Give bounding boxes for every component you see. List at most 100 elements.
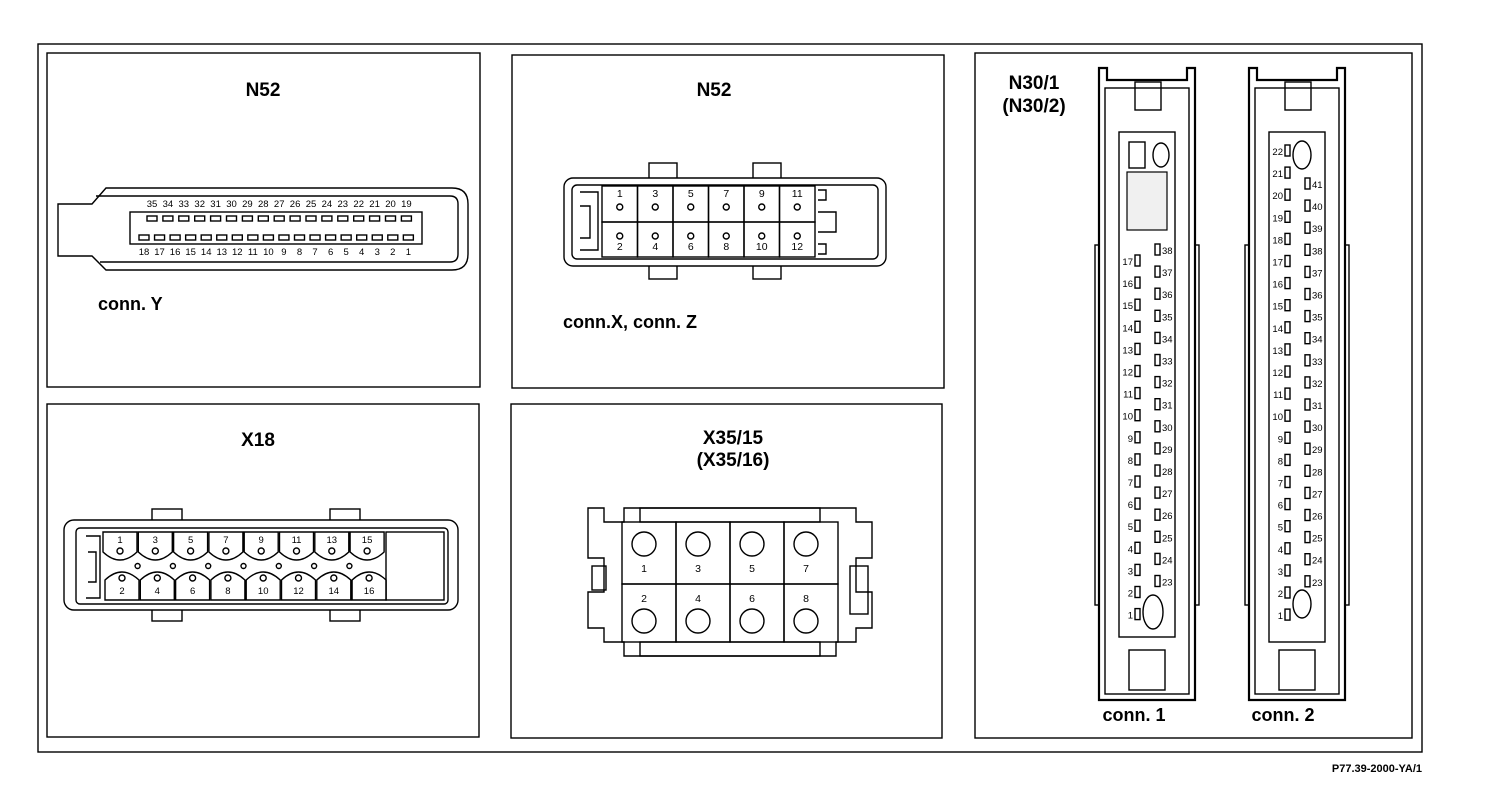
guide-hole	[1142, 594, 1164, 630]
pin-socket	[1134, 519, 1141, 532]
cell-top	[729, 521, 785, 585]
panel-title: N52	[697, 80, 732, 101]
pin-socket	[1304, 442, 1311, 455]
pin-socket	[1284, 608, 1291, 621]
pin-label: 25	[1162, 533, 1173, 544]
pin-label: 33	[1162, 357, 1173, 368]
pin-socket	[1134, 497, 1141, 510]
pin-socket	[289, 215, 301, 222]
pin-hole	[188, 574, 197, 582]
pin-label: 11	[292, 535, 302, 546]
pin-label: 11	[792, 188, 803, 200]
pin-socket	[1304, 486, 1311, 500]
pin-hole	[631, 531, 657, 557]
pin-socket	[273, 215, 285, 222]
pin-socket	[1304, 287, 1311, 301]
pin-hole	[793, 531, 819, 557]
pin-label: 14	[1122, 323, 1133, 334]
pin-hole	[616, 203, 624, 211]
pin-socket	[368, 215, 381, 222]
pin-socket	[1284, 453, 1291, 467]
pin-label: 23	[338, 199, 349, 210]
pin-socket	[278, 234, 290, 241]
panel-subtitle: (N30/2)	[1002, 96, 1065, 117]
cell-bottom	[778, 221, 816, 258]
pin-label: 41	[1312, 180, 1323, 191]
pin-label: 4	[652, 241, 658, 253]
pin-hole	[240, 562, 247, 570]
pin-socket	[1154, 508, 1161, 521]
module-inner	[1254, 87, 1340, 695]
pin-socket	[216, 234, 228, 241]
pin-label: 14	[1272, 324, 1283, 335]
pin-label: 24	[322, 199, 333, 210]
cavity-top	[208, 531, 244, 561]
pin-hole	[151, 547, 160, 555]
pin-label: 8	[723, 241, 729, 253]
pin-label: 6	[328, 247, 333, 258]
cell-bottom	[621, 583, 677, 643]
cavity-top	[102, 531, 138, 561]
pin-hole	[222, 547, 230, 555]
pin-label: 11	[1273, 390, 1283, 401]
pin-label: 11	[1123, 390, 1133, 401]
pin-socket	[1284, 210, 1291, 224]
pin-label: 12	[232, 247, 243, 258]
pin-socket	[1304, 177, 1311, 190]
pin-label: 7	[223, 535, 228, 546]
pin-label: 8	[225, 586, 230, 597]
guide-hole	[1292, 140, 1312, 170]
pin-socket	[1284, 299, 1291, 312]
pin-label: 34	[1312, 335, 1323, 346]
cavity-bottom	[316, 571, 352, 601]
pin-socket	[1284, 409, 1291, 422]
pin-label: 15	[362, 535, 373, 546]
pin-hole	[310, 562, 318, 570]
module-body	[1247, 66, 1347, 702]
pin-socket	[321, 215, 333, 222]
pin-socket	[1304, 508, 1311, 522]
pin-label: 15	[185, 247, 196, 258]
side-rail	[1344, 244, 1350, 606]
pin-hole	[363, 547, 371, 555]
cell-top	[675, 521, 731, 585]
coding-slot	[1128, 141, 1146, 169]
pin-label: 19	[1272, 213, 1283, 224]
bottom-latch-left	[648, 264, 678, 280]
pin-hole	[118, 574, 126, 582]
pin-socket	[1304, 575, 1311, 588]
pin-label: 6	[749, 593, 755, 605]
pin-label: 38	[1312, 246, 1323, 257]
pin-label: 4	[1278, 545, 1283, 556]
pin-hole	[685, 608, 711, 634]
pin-label: 9	[1128, 434, 1133, 445]
panel-title: X35/15	[703, 428, 764, 449]
pin-socket	[247, 234, 259, 241]
pin-label: 8	[803, 593, 809, 605]
pin-socket	[1284, 520, 1291, 533]
pin-label: 15	[1272, 302, 1283, 313]
pin-label: 1	[406, 247, 411, 258]
cavity-top	[349, 531, 385, 561]
pin-socket	[371, 234, 383, 241]
pin-label: 33	[1312, 357, 1323, 368]
pin-socket	[1304, 464, 1311, 477]
pin-label: 30	[226, 199, 237, 210]
pin-label: 34	[1162, 334, 1173, 345]
pin-socket	[1134, 254, 1141, 267]
pin-label: 28	[258, 199, 269, 210]
pin-label: 26	[290, 199, 301, 210]
pin-label: 29	[1162, 445, 1173, 456]
pin-label: 26	[1312, 512, 1323, 523]
pin-label: 30	[1162, 423, 1173, 434]
pin-socket	[1284, 475, 1291, 489]
pin-label: 10	[263, 247, 274, 258]
pin-socket	[262, 234, 275, 241]
cell-top	[621, 521, 677, 585]
pin-socket	[1284, 188, 1291, 201]
pin-label: 27	[1162, 489, 1173, 500]
cavity-bottom	[139, 571, 175, 601]
pin-socket	[1304, 221, 1311, 234]
